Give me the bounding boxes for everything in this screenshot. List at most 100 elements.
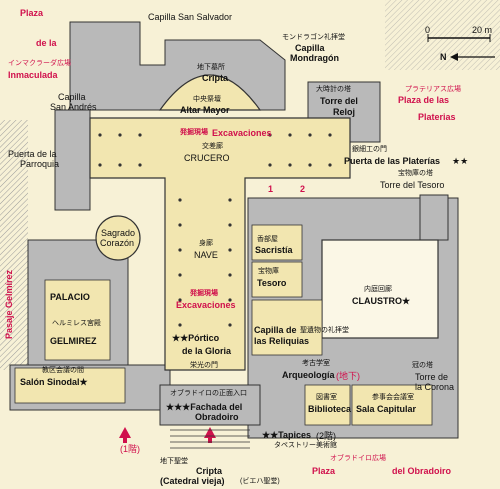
sinodal-room: [14, 367, 126, 404]
tesoro-label: Tesoro: [257, 278, 287, 288]
reliquias-room: [251, 299, 323, 356]
plaza-obradoiro-label-1: Plaza: [312, 466, 336, 476]
altar-jp: 中央祭壇: [193, 96, 221, 103]
cripta2-label-2: (Catedral vieja): [160, 476, 225, 486]
fachada-jp: オブラドイロの正面入口: [170, 390, 247, 397]
arqueologia-jp: 考古学室: [302, 360, 330, 367]
san-andres-label-2: San Andrés: [50, 102, 97, 112]
sagrado-label-2: Corazón: [100, 238, 135, 248]
cripta2-sub: (ビエハ聖堂): [240, 478, 280, 485]
sagrado-corazon-chapel: [95, 215, 141, 261]
plaza-obradoiro-jp: オブラドイロ広場: [330, 455, 386, 462]
portico-label-1: ★★Pórtico: [172, 333, 220, 343]
hatched-building-west: [0, 120, 28, 370]
reliquias-label-1: Capilla de: [254, 325, 297, 335]
scale-zero: 0: [425, 25, 431, 35]
plaza-obradoiro-label-2: del Obradoiro: [392, 466, 452, 476]
reloj-label-2: Reloj: [333, 107, 356, 117]
location-2-marker: 2: [300, 184, 306, 194]
mondragon-jp: モンドラゴン礼拝堂: [282, 34, 345, 41]
claustro-jp: 内庭回廊: [364, 286, 392, 293]
biblioteca-label: Biblioteca: [308, 404, 352, 414]
capitular-label: Sala Capitular: [356, 404, 417, 414]
sacristia-room: [251, 224, 303, 261]
platerias-gate-stars: ★★: [452, 156, 469, 166]
plaza-platerias-label-2: Platerias: [418, 112, 456, 122]
biblioteca-room: [304, 384, 351, 426]
parroquia-label-1: Puerta de la: [8, 149, 57, 159]
tapices-jp: タペストリー美術館: [274, 442, 337, 449]
cripta2-jp: 地下聖堂: [160, 458, 188, 465]
corona-label-1: Torre de: [415, 372, 449, 382]
west-transept-block: [54, 109, 91, 211]
scale-twenty: 20 m: [472, 25, 493, 35]
entrance-arrows: [119, 427, 216, 443]
palacio-room: [44, 279, 111, 361]
nave-label: NAVE: [194, 250, 218, 260]
portico-label-2: de la Gloria: [182, 346, 232, 356]
portico-jp: 栄光の門: [190, 362, 218, 369]
capitular-jp: 参事会会議室: [372, 394, 414, 401]
palacio-jp: ヘルミレス宮殿: [52, 320, 101, 327]
altar-label: Altar Mayor: [180, 105, 230, 115]
platerias-gate-jp: 銀細工の門: [352, 146, 387, 153]
reloj-jp: 大時計の塔: [316, 86, 351, 93]
plaza-platerias-jp: プラテリアス広場: [405, 86, 461, 93]
sinodal-label: Salón Sinodal★: [20, 377, 88, 387]
excavaciones-2-jp: 発掘現場: [190, 290, 218, 297]
plaza-inmaculada-label-3: Inmaculada: [8, 70, 58, 80]
scale-bar: [427, 34, 491, 42]
tapices-label: ★★Tapices: [262, 430, 311, 440]
plaza-inmaculada-jp: インマクラーダ広場: [8, 60, 71, 67]
san-andres-label-1: Capilla: [58, 92, 86, 102]
capitular-room: [351, 384, 433, 426]
cloister-courtyard: [321, 239, 439, 339]
reliquias-jp: 聖遺物の礼拝堂: [300, 327, 349, 334]
palacio-label-1: PALACIO: [50, 292, 90, 302]
fachada-block: [159, 384, 261, 426]
arqueologia-label: Arqueología: [282, 370, 335, 380]
columns: [98, 133, 332, 327]
crucero-jp: 交差廊: [202, 143, 223, 150]
mondragon-label-2: Mondragón: [290, 53, 339, 63]
excavaciones-1-jp: 発掘現場: [180, 129, 208, 136]
crucero-label: CRUCERO: [184, 153, 230, 163]
corona-label-2: la Corona: [415, 382, 455, 392]
excavaciones-2-label: Excavaciones: [176, 300, 236, 310]
arqueologia-sub: (地下): [336, 371, 360, 381]
hatched-building-ne: [385, 0, 500, 70]
san-salvador-label: Capilla San Salvador: [148, 12, 233, 22]
reloj-label-1: Torre del: [320, 96, 358, 106]
nave-jp: 身廊: [199, 240, 213, 247]
cripta-jp: 地下墓所: [197, 64, 225, 71]
mondragon-label-1: Capilla: [295, 43, 325, 53]
pasaje-gelmirez-label: Pasaje Gelmírez: [4, 270, 14, 340]
plaza-platerias-label-1: Plaza de las: [398, 95, 450, 105]
palacio-label-2: GELMIREZ: [50, 336, 97, 346]
cripta2-label-1: Cripta: [196, 466, 223, 476]
torre-tesoro-jp: 宝物庫の塔: [398, 170, 433, 177]
apse: [158, 74, 262, 111]
plaza-inmaculada-label-1: Plaza: [20, 8, 44, 18]
cathedral-cross-floor: [89, 117, 351, 371]
excavaciones-1-label: Excavaciones: [212, 128, 272, 138]
torre-tesoro-label: Torre del Tesoro: [380, 180, 445, 190]
fachada-label-2: Obradoiro: [195, 412, 239, 422]
claustro-label: CLAUSTRO★: [352, 296, 411, 306]
cripta-label: Cripta: [202, 73, 229, 83]
location-1-marker: 1: [268, 184, 274, 194]
tesoro-room: [251, 261, 303, 298]
torre-tesoro-block: [419, 194, 449, 241]
parroquia-label-2: Parroquia: [20, 159, 60, 169]
plaza-inmaculada-label-2: de la: [36, 38, 57, 48]
north-label: N: [440, 52, 447, 62]
piso1-label: (1階): [120, 444, 140, 454]
platerias-gate-label: Puerta de las Platerías: [344, 156, 441, 166]
fachada-label-1: ★★★Fachada del: [166, 402, 243, 412]
obradoiro-stairs: [170, 429, 250, 449]
sacristia-label: Sacristía: [255, 245, 293, 255]
reliquias-label-2: las Reliquias: [254, 336, 310, 346]
tesoro-jp: 宝物庫: [258, 268, 279, 275]
